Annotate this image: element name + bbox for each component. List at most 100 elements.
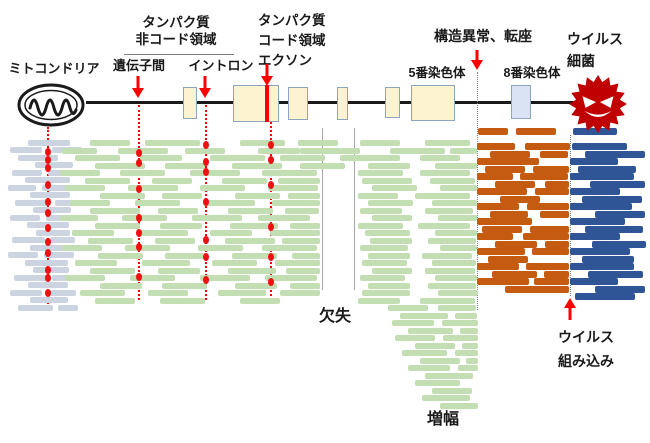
read-mito bbox=[14, 275, 48, 281]
read-mito bbox=[30, 192, 70, 198]
read-green bbox=[88, 238, 133, 244]
variant-dot bbox=[45, 224, 51, 232]
exon-variant-redline bbox=[265, 85, 269, 122]
read-green bbox=[280, 290, 320, 296]
read-orange bbox=[532, 248, 569, 255]
variant-dot bbox=[45, 156, 51, 164]
read-green bbox=[400, 313, 448, 319]
read-blue bbox=[570, 263, 634, 270]
read-green bbox=[415, 193, 470, 199]
read-mito bbox=[36, 230, 70, 236]
read-green bbox=[428, 283, 476, 289]
integration-line1: ウイルス bbox=[558, 329, 614, 345]
read-orange bbox=[500, 196, 540, 203]
intron-arrow-icon bbox=[199, 76, 211, 98]
read-green bbox=[460, 328, 478, 334]
noncoding-line2: 非コード領域 bbox=[135, 31, 217, 47]
coding-line1: タンパク質 bbox=[258, 13, 326, 28]
read-green bbox=[368, 163, 410, 169]
virus-bacteria-label: ウイルス 細菌 bbox=[567, 28, 623, 72]
read-green bbox=[390, 148, 445, 154]
read-green bbox=[225, 238, 275, 244]
read-orange bbox=[545, 181, 569, 188]
read-orange bbox=[477, 203, 519, 210]
read-mito bbox=[8, 185, 36, 191]
read-green bbox=[435, 230, 477, 236]
read-green bbox=[222, 178, 267, 184]
read-blue bbox=[570, 233, 620, 240]
read-green bbox=[235, 283, 277, 289]
read-green bbox=[280, 155, 325, 161]
read-green bbox=[440, 185, 477, 191]
read-green bbox=[425, 373, 473, 379]
read-orange bbox=[505, 286, 569, 293]
read-green bbox=[286, 268, 320, 274]
variant-dot bbox=[45, 181, 51, 189]
read-mito bbox=[25, 260, 68, 266]
read-blue bbox=[573, 128, 617, 135]
read-mito bbox=[42, 185, 74, 191]
deletion-boundary-line bbox=[322, 128, 323, 290]
read-green bbox=[235, 193, 280, 199]
read-mito bbox=[28, 140, 70, 146]
read-green bbox=[118, 148, 168, 154]
read-green bbox=[360, 140, 400, 146]
variant-dot bbox=[136, 149, 142, 157]
read-mito bbox=[58, 305, 78, 311]
chr5-label: 5番染色体 bbox=[408, 66, 466, 80]
mitochondria-label: ミトコンドリア bbox=[8, 61, 100, 76]
read-green bbox=[155, 238, 195, 244]
read-mito bbox=[8, 252, 38, 258]
read-green bbox=[62, 148, 97, 154]
read-green bbox=[442, 320, 478, 326]
read-blue bbox=[575, 293, 635, 300]
read-green bbox=[120, 170, 165, 176]
read-green bbox=[192, 215, 242, 221]
read-mito bbox=[18, 155, 58, 161]
read-green bbox=[440, 403, 478, 409]
read-orange bbox=[526, 263, 569, 270]
read-green bbox=[455, 350, 478, 356]
read-green bbox=[230, 223, 278, 229]
read-green bbox=[205, 200, 255, 206]
read-orange bbox=[477, 158, 539, 165]
integration-line2: 組み込み bbox=[558, 353, 614, 369]
read-green bbox=[275, 260, 320, 266]
read-green bbox=[198, 245, 243, 251]
read-green bbox=[158, 268, 200, 274]
read-green bbox=[368, 200, 413, 206]
variant-dot bbox=[45, 249, 51, 257]
read-green bbox=[122, 215, 167, 221]
read-orange bbox=[534, 278, 569, 285]
noncoding-region-label: タンパク質 非コード領域 bbox=[116, 15, 236, 49]
deletion-label: 欠失 bbox=[318, 308, 351, 325]
read-green bbox=[278, 178, 320, 184]
read-green bbox=[232, 253, 277, 259]
translocation-arrow-icon bbox=[471, 50, 483, 70]
intergenic-label: 遺伝子間 bbox=[112, 58, 165, 73]
exon-box bbox=[233, 85, 279, 122]
exon-arrow-icon bbox=[261, 64, 273, 86]
read-blue bbox=[592, 241, 646, 248]
read-green bbox=[440, 245, 477, 251]
read-green bbox=[60, 170, 100, 176]
read-green bbox=[458, 365, 478, 371]
read-green bbox=[395, 335, 435, 341]
chr8-label: 8番染色体 bbox=[503, 66, 561, 80]
read-green bbox=[360, 275, 405, 281]
read-blue bbox=[595, 286, 645, 293]
read-green bbox=[80, 290, 125, 296]
read-mito bbox=[48, 290, 76, 296]
virus-label-line2: 細菌 bbox=[567, 53, 595, 69]
read-green bbox=[262, 245, 317, 251]
read-mito bbox=[35, 162, 73, 168]
read-mito bbox=[10, 147, 42, 153]
read-green bbox=[358, 298, 400, 304]
read-orange bbox=[523, 233, 569, 240]
read-blue bbox=[588, 271, 643, 278]
read-green bbox=[200, 275, 250, 281]
read-green bbox=[265, 275, 317, 281]
read-green bbox=[60, 215, 98, 221]
read-green bbox=[240, 140, 285, 146]
read-green bbox=[165, 163, 205, 169]
